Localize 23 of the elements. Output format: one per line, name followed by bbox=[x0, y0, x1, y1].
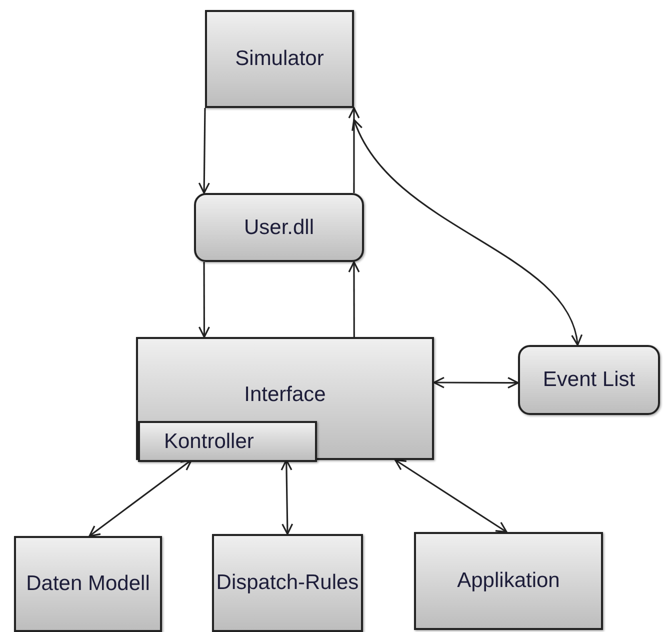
node-label: Interface bbox=[244, 382, 326, 408]
process-box bbox=[138, 421, 317, 462]
arrow bbox=[394, 459, 508, 533]
process-box bbox=[14, 536, 162, 632]
arrow bbox=[348, 107, 360, 193]
node-label: Daten Modell bbox=[26, 571, 150, 598]
arrow bbox=[198, 262, 210, 338]
node-label: Dispatch-Rules bbox=[216, 570, 359, 596]
node-label: Simulator bbox=[235, 46, 324, 72]
node-label: User.dll bbox=[244, 214, 314, 241]
process-box bbox=[414, 532, 603, 630]
rounded-box bbox=[518, 345, 660, 415]
process-box bbox=[136, 337, 434, 460]
arrow bbox=[198, 108, 210, 194]
node-label: Event List bbox=[542, 367, 636, 394]
node-label: Kontroller bbox=[164, 428, 254, 455]
arrow bbox=[348, 261, 360, 337]
arrow bbox=[433, 376, 519, 389]
process-box bbox=[212, 534, 363, 632]
arrow bbox=[352, 118, 581, 346]
process-box bbox=[205, 10, 354, 108]
rounded-box bbox=[194, 193, 364, 262]
node-label: Applikation bbox=[457, 568, 560, 594]
